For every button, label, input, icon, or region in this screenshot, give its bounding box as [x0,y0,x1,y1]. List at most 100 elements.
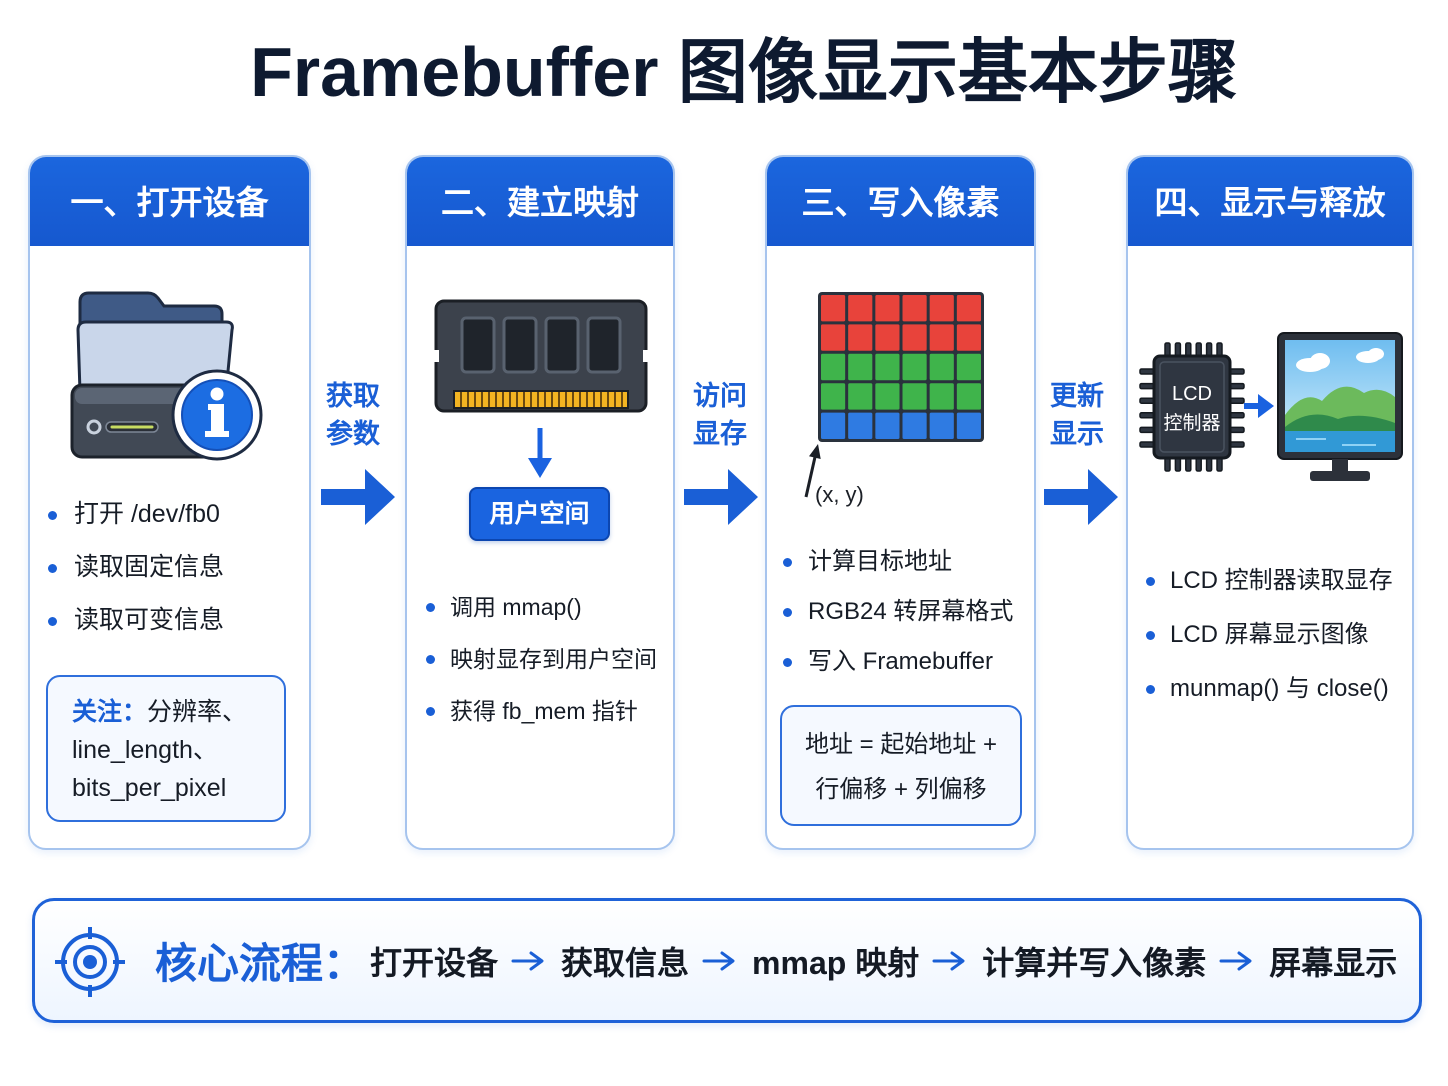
pixel-cell [929,295,954,322]
pixel-cell [902,353,927,381]
bullet-item: 读取固定信息 [48,541,224,594]
pixel-cell [821,324,846,351]
flow-arrow-icon [1219,951,1252,970]
note-label: 关注： [72,698,148,726]
pixel-cell [848,324,873,351]
bullet-list: 打开 /dev/fb0 读取固定信息 读取可变信息 [48,488,224,647]
pixel-cell [848,353,873,381]
bullet-item: LCD 控制器读取显存 [1146,554,1393,608]
step-card-write-pixels: 三、写入像素 (x, y) 计算目标地址 RGB24 转屏幕格式 写入 Fram… [765,155,1036,850]
pixel-cell [821,353,846,381]
memory-chips [460,316,622,374]
connector-label-line: 更新 [1050,381,1104,411]
connector-label-line: 显存 [693,419,747,449]
note-text: 分辨率、 [147,698,248,726]
connector-label-line: 参数 [326,419,380,449]
flow-step: 获取信息 [561,944,690,981]
rgb-pixel-grid-icon [818,292,984,442]
pixel-cell [875,353,900,381]
bullet-item: RGB24 转屏幕格式 [783,587,1013,637]
pixel-cell [956,412,981,439]
flow-step: 计算并写入像素 [982,944,1207,981]
arrow-right-icon [321,469,395,525]
pixel-cell [875,383,900,410]
flow-arrow-icon [511,951,544,970]
pixel-cell [956,324,981,351]
pixel-cell [929,353,954,381]
step-header: 二、建立映射 [407,157,673,246]
chip-label-controller: 控制器 [1163,412,1220,434]
user-space-box: 用户空间 [469,487,610,541]
bullet-item: 映射显存到用户空间 [426,633,657,685]
pixel-cell [875,324,900,351]
lcd-controller-chip-icon: LCD 控制器 [1139,342,1245,472]
monitor-icon [1277,332,1403,481]
connector-label: 更新 显示 [1037,377,1117,453]
formula-line: 行偏移 + 列偏移 [815,776,987,803]
flow-step: 打开设备 [370,944,499,981]
gold-contacts [453,390,629,409]
coordinate-label: (x, y) [815,482,864,507]
step-card-display-release: 四、显示与释放 LCD 控制器 [1126,155,1414,850]
bullet-item: 获得 fb_mem 指针 [426,685,657,737]
pixel-cell [821,383,846,410]
pixel-cell [902,295,927,322]
pixel-cell [821,295,846,322]
connector-label-line: 显示 [1050,419,1104,449]
pixel-cell [902,412,927,439]
arrow-right-icon [1244,394,1274,418]
note-line: bits_per_pixel [72,774,227,802]
core-flow-bar: 核心流程： 打开设备 获取信息 mmap 映射 计算并写入像素 屏幕显示 [32,898,1422,1023]
step-card-build-mapping: 二、建立映射 用户空间 调用 mmap() 映射显存到用户空间 获得 fb_me… [405,155,675,850]
pixel-cell [902,383,927,410]
pixel-cell [848,295,873,322]
pixel-cell [875,295,900,322]
arrow-right-icon [684,469,758,525]
chip-label-lcd: LCD [1172,383,1212,405]
address-formula-box: 地址 = 起始地址 + 行偏移 + 列偏移 [780,705,1022,826]
pixel-cell [956,383,981,410]
pixel-cell [929,383,954,410]
core-flow: 核心流程： 打开设备 获取信息 mmap 映射 计算并写入像素 屏幕显示 [155,901,1397,1020]
pixel-cell [956,353,981,381]
bullet-item: 调用 mmap() [426,581,657,633]
note-box: 关注：分辨率、 line_length、 bits_per_pixel [46,675,286,822]
bullet-item: 打开 /dev/fb0 [48,488,224,541]
connector-label-line: 获取 [326,381,380,411]
connector-label-line: 访问 [693,381,747,411]
pixel-cell [821,412,846,439]
connector-label: 获取 参数 [313,377,393,453]
pixel-cell [902,324,927,351]
arrow-right-icon [1044,469,1118,525]
arrow-down-icon [528,428,552,478]
bullet-item: munmap() 与 close() [1146,662,1393,716]
pixel-cell [875,412,900,439]
bullet-list: 计算目标地址 RGB24 转屏幕格式 写入 Framebuffer [783,537,1013,687]
pixel-cell [848,383,873,410]
formula-line: 地址 = 起始地址 + [804,731,998,758]
coordinate-arrow-icon [804,444,821,498]
target-icon [55,927,125,997]
bullet-list: 调用 mmap() 映射显存到用户空间 获得 fb_mem 指针 [426,581,657,737]
note-line: line_length、 [72,736,218,764]
core-flow-label: 核心流程： [155,940,366,987]
bullet-item: 计算目标地址 [783,537,1013,587]
flow-arrow-icon [932,951,965,970]
pixel-cell [848,412,873,439]
bullet-list: LCD 控制器读取显存 LCD 屏幕显示图像 munmap() 与 close(… [1146,554,1393,716]
note-line: 关注：分辨率、 [72,693,284,731]
bullet-item: 读取可变信息 [48,594,224,647]
flow-step: mmap 映射 [752,944,920,981]
pixel-cell [956,295,981,322]
step-header: 三、写入像素 [767,157,1034,246]
page-title: Framebuffer 图像显示基本步骤 [250,33,1238,111]
flow-step: 屏幕显示 [1269,944,1398,981]
step-card-open-device: 一、打开设备 打开 /dev/fb0 读取固定信息 读取可变信息 关注：分辨率、… [28,155,311,850]
bullet-item: LCD 屏幕显示图像 [1146,608,1393,662]
info-icon [171,369,263,461]
step-header: 一、打开设备 [30,157,309,246]
step-header: 四、显示与释放 [1128,157,1412,246]
connector-label: 访问 显存 [680,377,760,453]
pixel-cell [929,324,954,351]
flow-arrow-icon [702,951,735,970]
